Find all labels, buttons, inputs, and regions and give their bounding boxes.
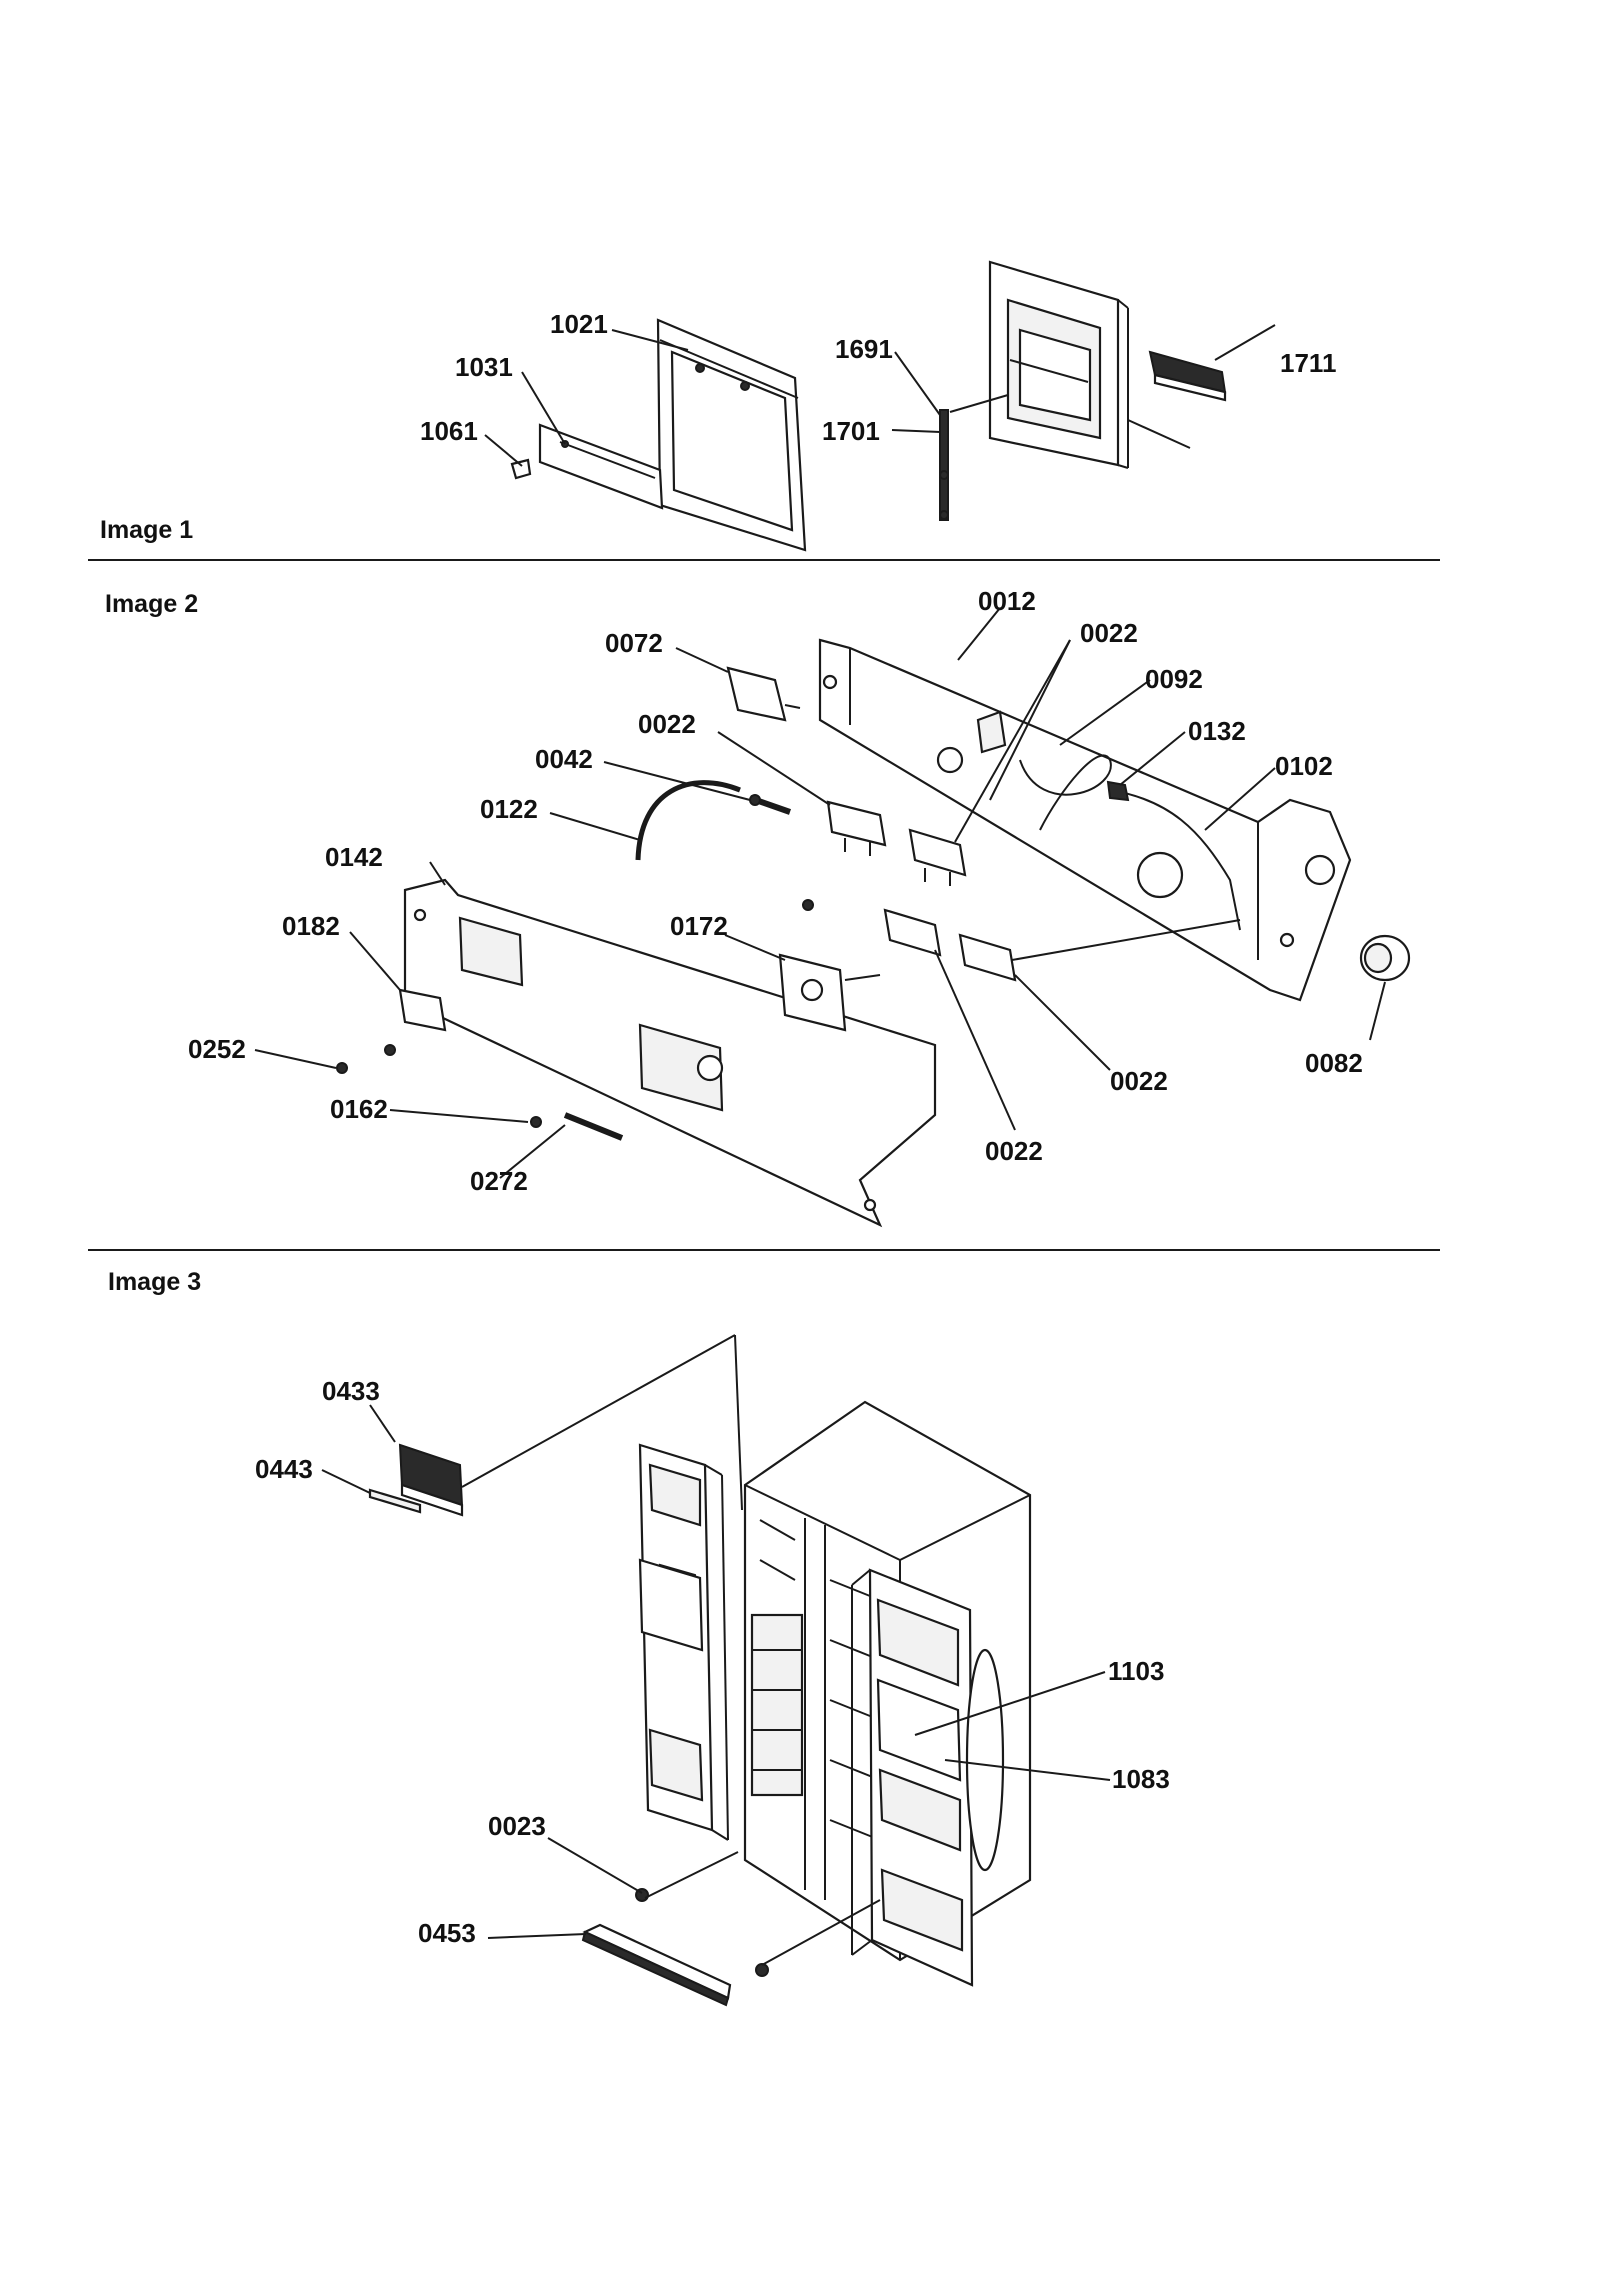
section-title-image-2: Image 2 (105, 590, 198, 618)
callout-0023: 0023 (488, 1811, 546, 1841)
section-title-image-3: Image 3 (108, 1268, 201, 1296)
callout-0022-d: 0022 (985, 1136, 1043, 1166)
callout-0453: 0453 (418, 1918, 476, 1948)
callout-0102: 0102 (1275, 751, 1333, 781)
callout-0022-c: 0022 (1110, 1066, 1168, 1096)
callout-1083: 1083 (1112, 1764, 1170, 1794)
part-0453-kickplate (581, 1923, 732, 2007)
callout-0072: 0072 (605, 628, 663, 658)
image-3-drawing (321, 1334, 1111, 2007)
callout-1061: 1061 (420, 416, 478, 446)
callout-0182: 0182 (282, 911, 340, 941)
part-0122-wire (635, 780, 741, 861)
callout-1711: 1711 (1280, 348, 1336, 378)
callout-0092: 0092 (1145, 664, 1203, 694)
part-0082-knob (1359, 934, 1411, 982)
callout-0082: 0082 (1305, 1048, 1363, 1078)
part-0182-switch (398, 988, 447, 1032)
part-0272-rod (563, 1112, 624, 1141)
part-1021-frame (656, 318, 807, 552)
screws (336, 899, 814, 1128)
callout-1103: 1103 (1108, 1656, 1164, 1686)
part-0012-bracket (818, 638, 1352, 1002)
callout-0042: 0042 (535, 744, 593, 774)
part-0433-grille (398, 1443, 464, 1517)
callout-1031: 1031 (455, 352, 513, 382)
part-0042-harness (749, 794, 791, 815)
callout-1021: 1021 (550, 309, 608, 339)
callout-0022-b: 0022 (638, 709, 696, 739)
part-0092-wire (1019, 754, 1112, 831)
callout-0012: 0012 (978, 586, 1036, 616)
dispenser-housing (988, 260, 1129, 469)
image-2-drawing (254, 607, 1411, 1228)
part-1031-strip (538, 423, 664, 510)
part-1711-grille (1148, 350, 1227, 402)
part-0142-panel (403, 878, 937, 1228)
section-title-image-1: Image 1 (100, 516, 193, 544)
part-0072-capacitor (726, 666, 801, 722)
fresh-food-door (851, 1568, 1005, 1987)
image-1-drawing (484, 260, 1276, 552)
part-0022-switch-b (908, 828, 967, 886)
callout-0122: 0122 (480, 794, 538, 824)
callout-0433: 0433 (322, 1376, 380, 1406)
part-0132-connector (1106, 780, 1130, 802)
part-0443-strip (368, 1488, 422, 1514)
freezer-door (638, 1443, 729, 1841)
part-1691-actuator (939, 409, 949, 521)
callout-0172: 0172 (670, 911, 728, 941)
callout-0142: 0142 (325, 842, 383, 872)
callout-0132: 0132 (1188, 716, 1246, 746)
part-0022-switch-c (883, 908, 942, 957)
callout-0443: 0443 (255, 1454, 313, 1484)
freezer-interior (750, 1519, 804, 1797)
part-0023-screw-b (755, 1963, 769, 1977)
callout-1701: 1701 (822, 416, 880, 446)
callout-0272: 0272 (470, 1166, 528, 1196)
callout-1691: 1691 (835, 334, 893, 364)
part-1061-clip (510, 458, 532, 480)
part-0022-switch-a (826, 800, 887, 856)
callout-0252: 0252 (188, 1034, 246, 1064)
callout-0022-a: 0022 (1080, 618, 1138, 648)
callout-0162: 0162 (330, 1094, 388, 1124)
part-0102-wire (1109, 789, 1241, 931)
part-0172-timer (778, 953, 881, 1032)
part-0022-switch-d (958, 933, 1017, 982)
